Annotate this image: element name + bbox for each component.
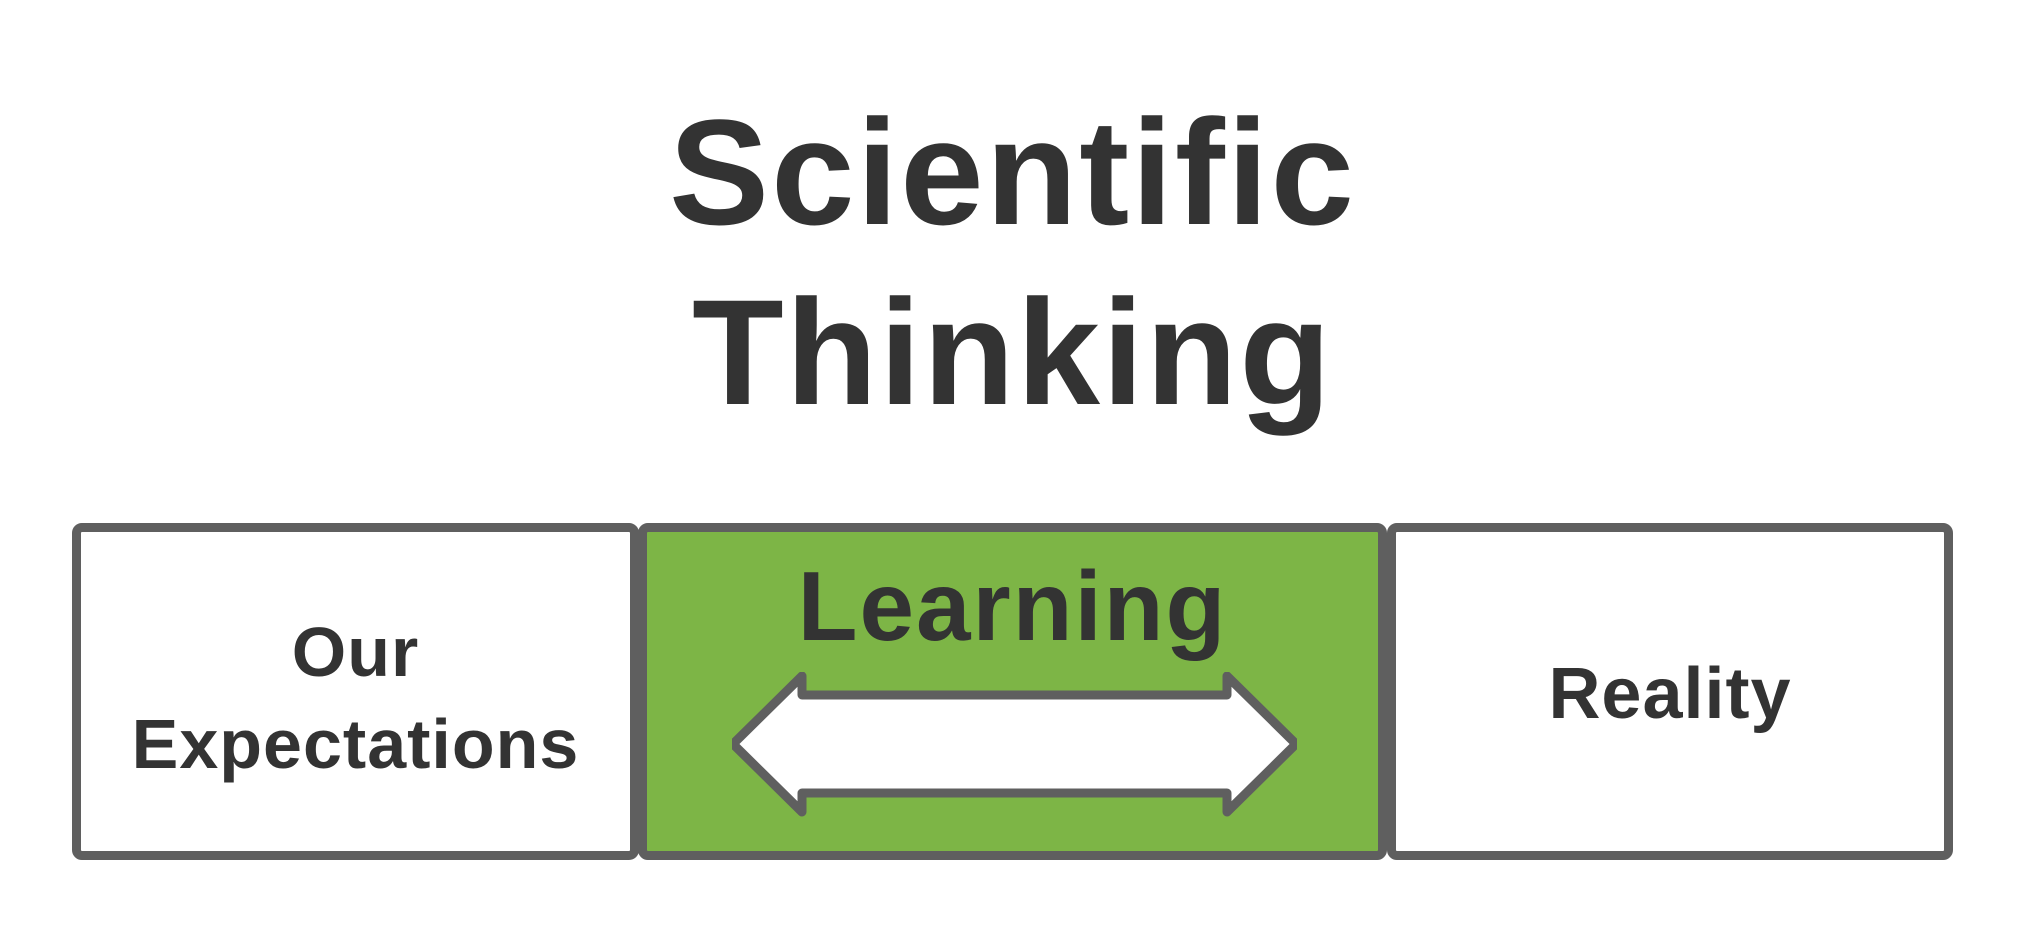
page-title: Scientific Thinking: [0, 82, 2025, 442]
reality-panel: Reality: [1387, 523, 1953, 860]
expectations-panel: Our Expectations: [72, 523, 639, 860]
double-headed-arrow-icon: [732, 672, 1297, 817]
learning-label: Learning: [797, 551, 1228, 661]
title-line-2: Thinking: [692, 268, 1333, 436]
expectations-label-line-2: Expectations: [131, 705, 580, 783]
expectations-label-line-1: Our: [291, 613, 420, 691]
reality-label: Reality: [1548, 654, 1792, 734]
learning-panel: Learning: [638, 523, 1387, 860]
expectations-label: Our Expectations: [81, 606, 630, 790]
title-line-1: Scientific: [669, 88, 1356, 256]
